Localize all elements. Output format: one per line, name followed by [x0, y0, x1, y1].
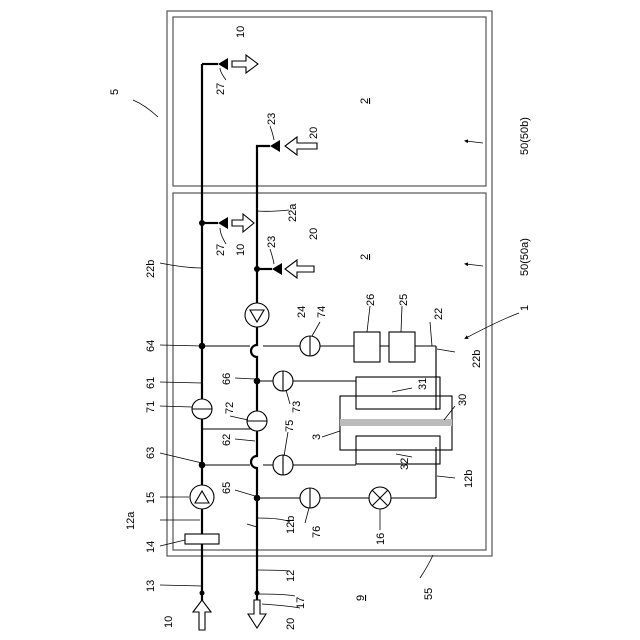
- label-15: 15: [145, 492, 157, 504]
- label-22: 22: [433, 308, 445, 320]
- label-12: 12: [285, 570, 297, 582]
- inlet-23-top: [270, 140, 280, 152]
- filter-14: [185, 534, 219, 544]
- label-74: 74: [316, 306, 328, 318]
- label-61: 61: [145, 377, 157, 389]
- component-25: [389, 332, 415, 362]
- outlet-27-top: [218, 58, 228, 70]
- label-22a: 22a: [287, 203, 299, 222]
- label-62: 62: [221, 434, 233, 446]
- label-14: 14: [145, 541, 157, 553]
- leader-lines: [133, 68, 519, 608]
- label-26: 26: [365, 294, 377, 306]
- label-64: 64: [145, 340, 157, 352]
- label-1: 1: [519, 305, 531, 311]
- label-32: 32: [399, 458, 411, 470]
- separation-module-3: [340, 346, 452, 498]
- label-9: 9: [355, 595, 367, 601]
- label-22b-right: 22b: [471, 350, 483, 368]
- flow-arrow-20-mid: [285, 260, 314, 278]
- label-27-top: 27: [215, 83, 227, 95]
- label-20-mid: 20: [308, 228, 320, 240]
- label-63: 63: [145, 447, 157, 459]
- label-13: 13: [145, 580, 157, 592]
- label-3: 3: [311, 434, 323, 440]
- label-75: 75: [284, 420, 296, 432]
- outlet-27-mid: [218, 217, 228, 229]
- component-26: [354, 332, 380, 362]
- label-10-bottom: 10: [163, 616, 175, 628]
- label-31: 31: [417, 378, 429, 390]
- label-12a: 12a: [125, 511, 137, 530]
- label-73: 73: [291, 401, 303, 413]
- flow-arrow-10-top: [232, 55, 258, 73]
- label-24: 24: [296, 306, 308, 318]
- membrane-30: [340, 419, 452, 426]
- inlet-23-mid: [272, 263, 282, 275]
- label-25: 25: [398, 294, 410, 306]
- pump-15: [190, 485, 214, 509]
- label-2-mid: 2: [359, 254, 371, 260]
- label-50b: 50(50b): [519, 117, 531, 155]
- label-72: 72: [224, 402, 236, 414]
- label-27-mid: 27: [215, 244, 227, 256]
- label-50a: 50(50a): [519, 238, 531, 276]
- flow-arrow-10-bottom: [193, 600, 211, 630]
- label-65: 65: [221, 482, 233, 494]
- label-30: 30: [457, 394, 469, 406]
- label-10-top: 10: [235, 26, 247, 38]
- label-76: 76: [311, 526, 323, 538]
- labels: 5 2 2 50(50b) 50(50a) 1 9 55 10 27 23 20…: [109, 26, 531, 630]
- label-23-top: 23: [266, 113, 278, 125]
- label-22b-left: 22b: [145, 260, 157, 278]
- label-12b-right: 12b: [463, 470, 475, 488]
- label-55: 55: [423, 588, 435, 600]
- label-23-mid: 23: [266, 236, 278, 248]
- label-20-bottom: 20: [285, 618, 297, 630]
- label-71: 71: [145, 401, 157, 413]
- label-12b-left: 12b: [285, 516, 297, 534]
- flow-arrow-10-mid: [232, 214, 254, 232]
- label-16: 16: [375, 533, 387, 545]
- room-50b: [173, 17, 486, 186]
- label-20-top: 20: [308, 127, 320, 139]
- label-5: 5: [109, 89, 121, 95]
- label-17: 17: [295, 597, 307, 609]
- pipe-22b-12a: [202, 64, 218, 612]
- pump-24: [245, 303, 269, 327]
- label-10-mid: 10: [235, 244, 247, 256]
- label-2-top: 2: [359, 98, 371, 104]
- label-66: 66: [221, 373, 233, 385]
